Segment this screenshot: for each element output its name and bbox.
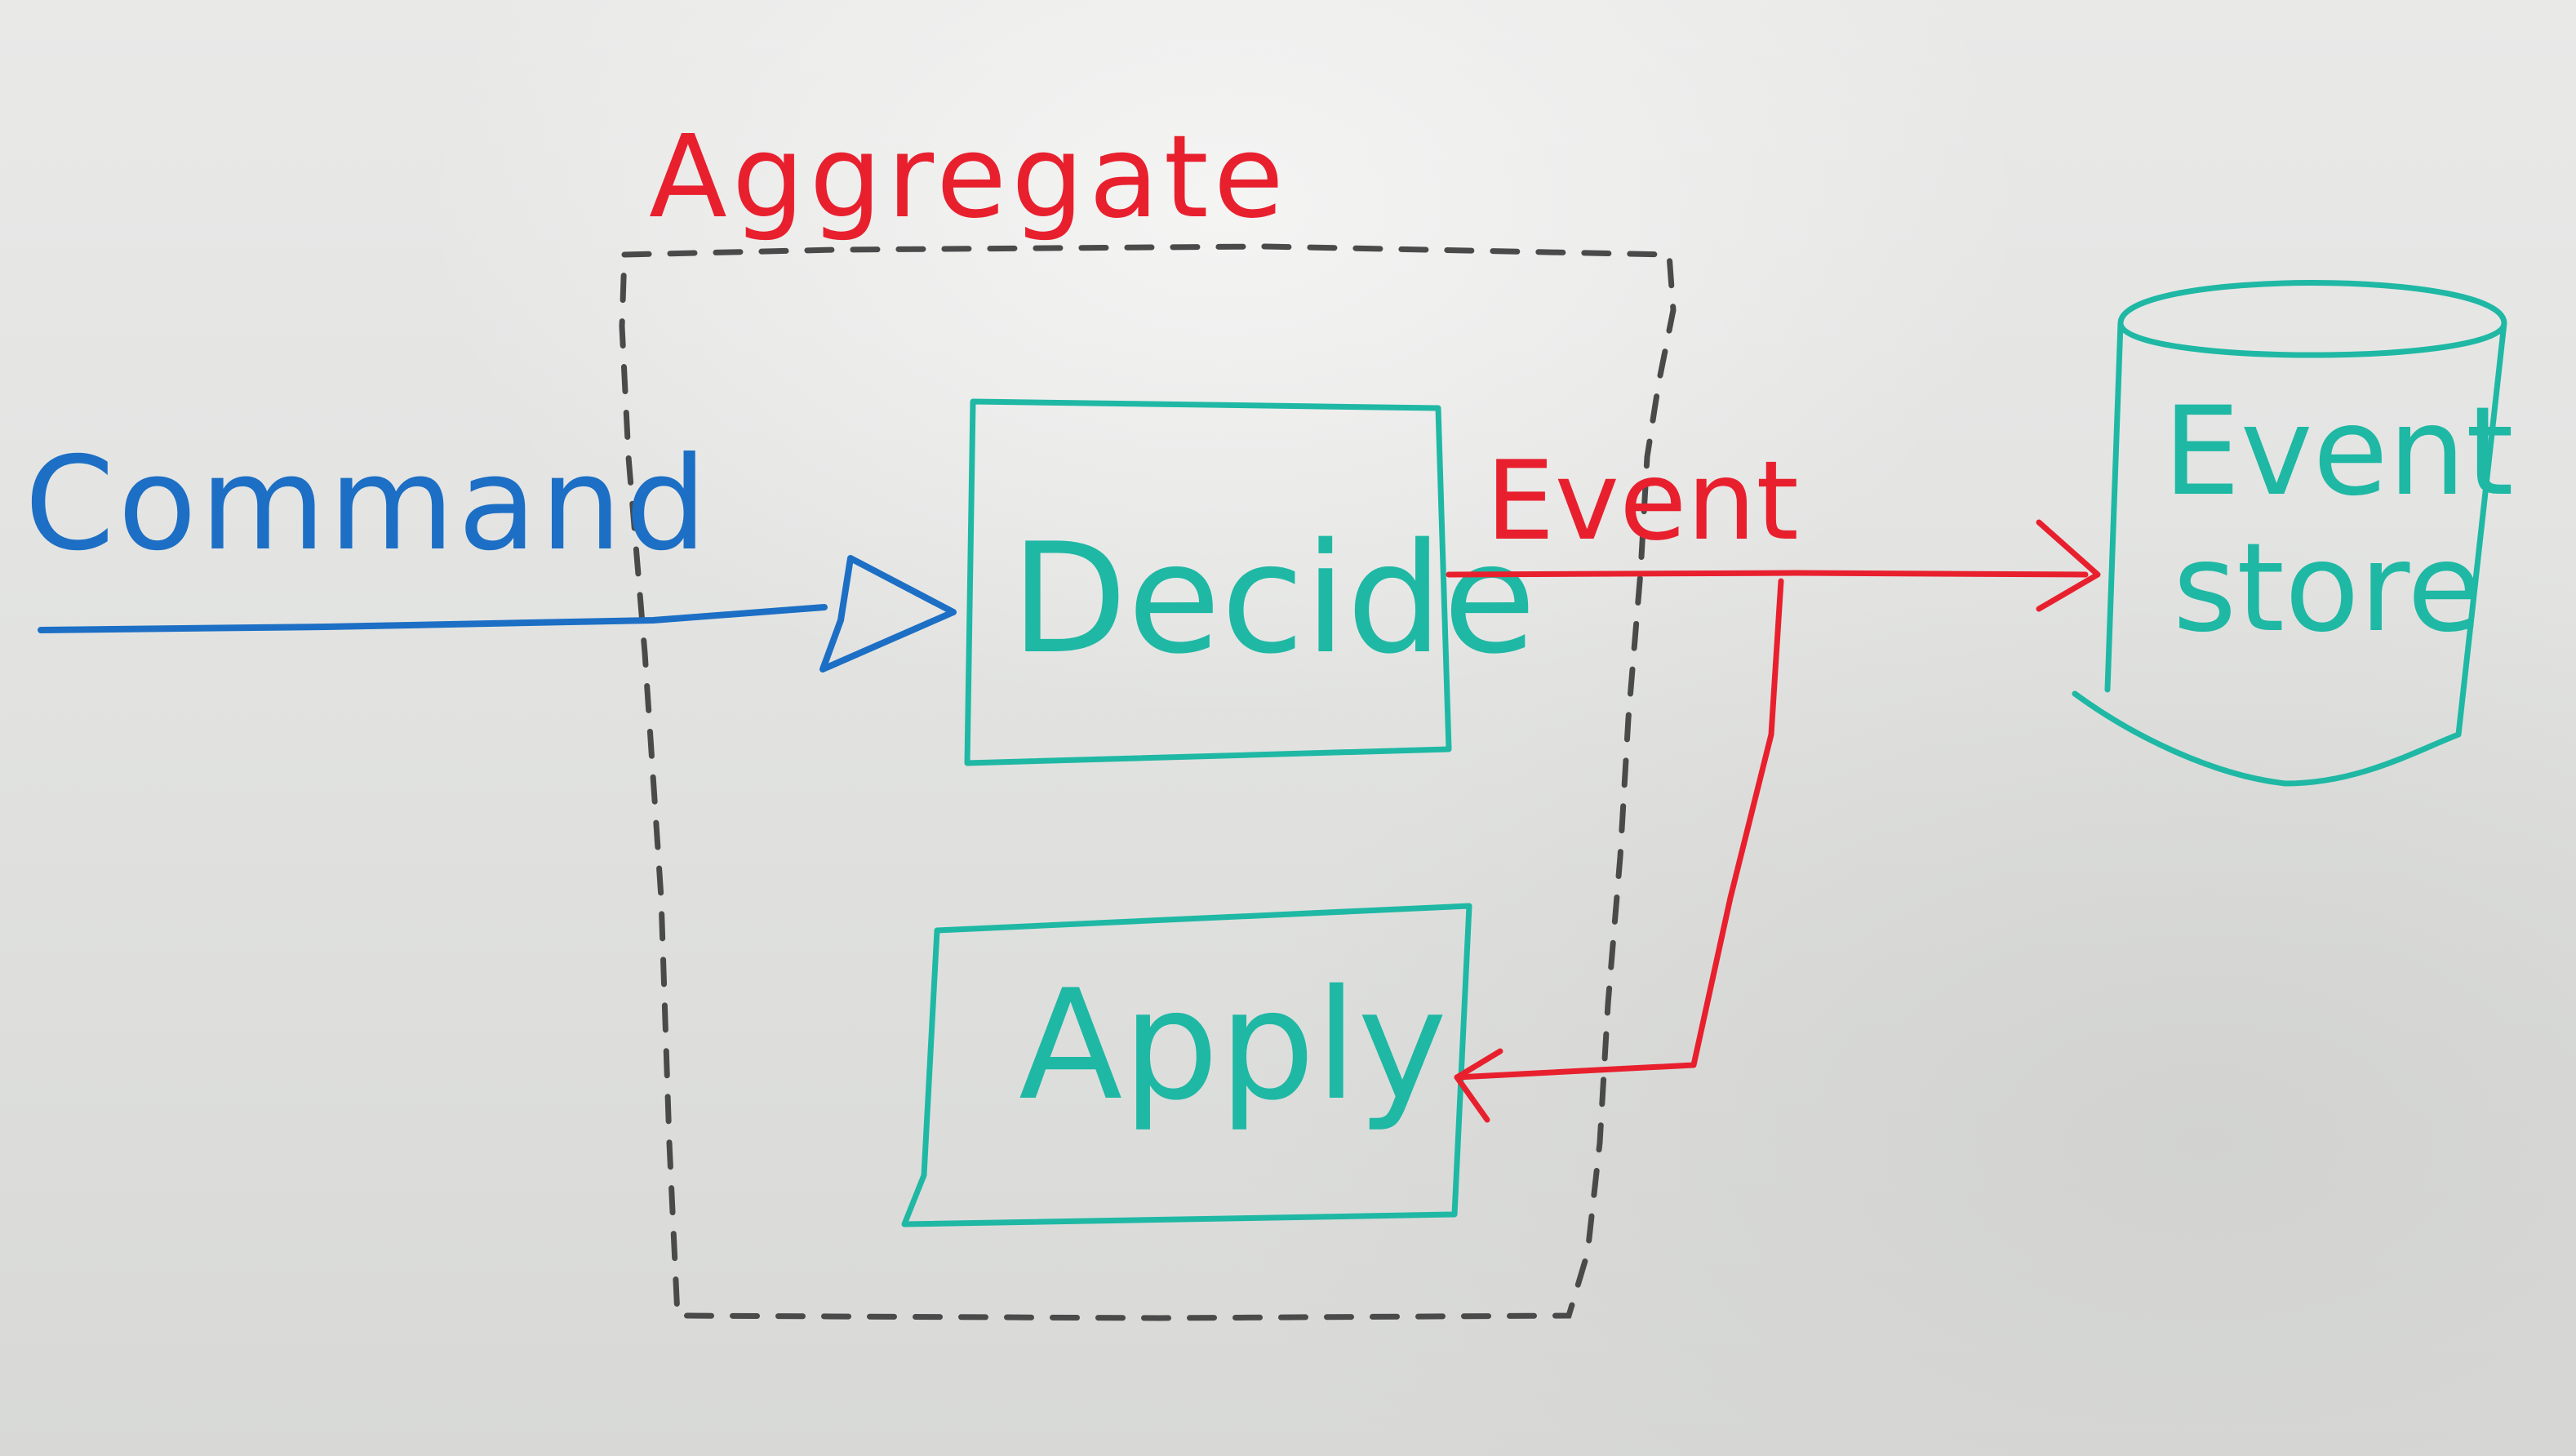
event-label: Event xyxy=(1486,437,1799,565)
apply-box xyxy=(901,903,1472,1227)
aggregate-label: Aggregate xyxy=(649,111,1289,244)
event-store-cylinder-icon xyxy=(2072,280,2507,787)
event-store-label-line2: store xyxy=(2173,517,2482,659)
decide-label: Decide xyxy=(1010,510,1536,687)
apply-label: Apply xyxy=(1019,957,1447,1134)
decide-box xyxy=(964,398,1452,766)
event-arrow-line xyxy=(1446,570,2089,578)
event-arrowhead-icon xyxy=(2036,519,2101,612)
apply-feedback-line xyxy=(1454,578,1784,1081)
command-arrow-line xyxy=(38,604,828,633)
command-arrowhead-icon xyxy=(819,555,957,673)
event-store-label-line1: Event xyxy=(2163,381,2514,523)
command-label: Command xyxy=(24,429,710,579)
apply-arrowhead-icon xyxy=(1454,1048,1503,1123)
aggregate-boundary xyxy=(619,243,1677,1321)
